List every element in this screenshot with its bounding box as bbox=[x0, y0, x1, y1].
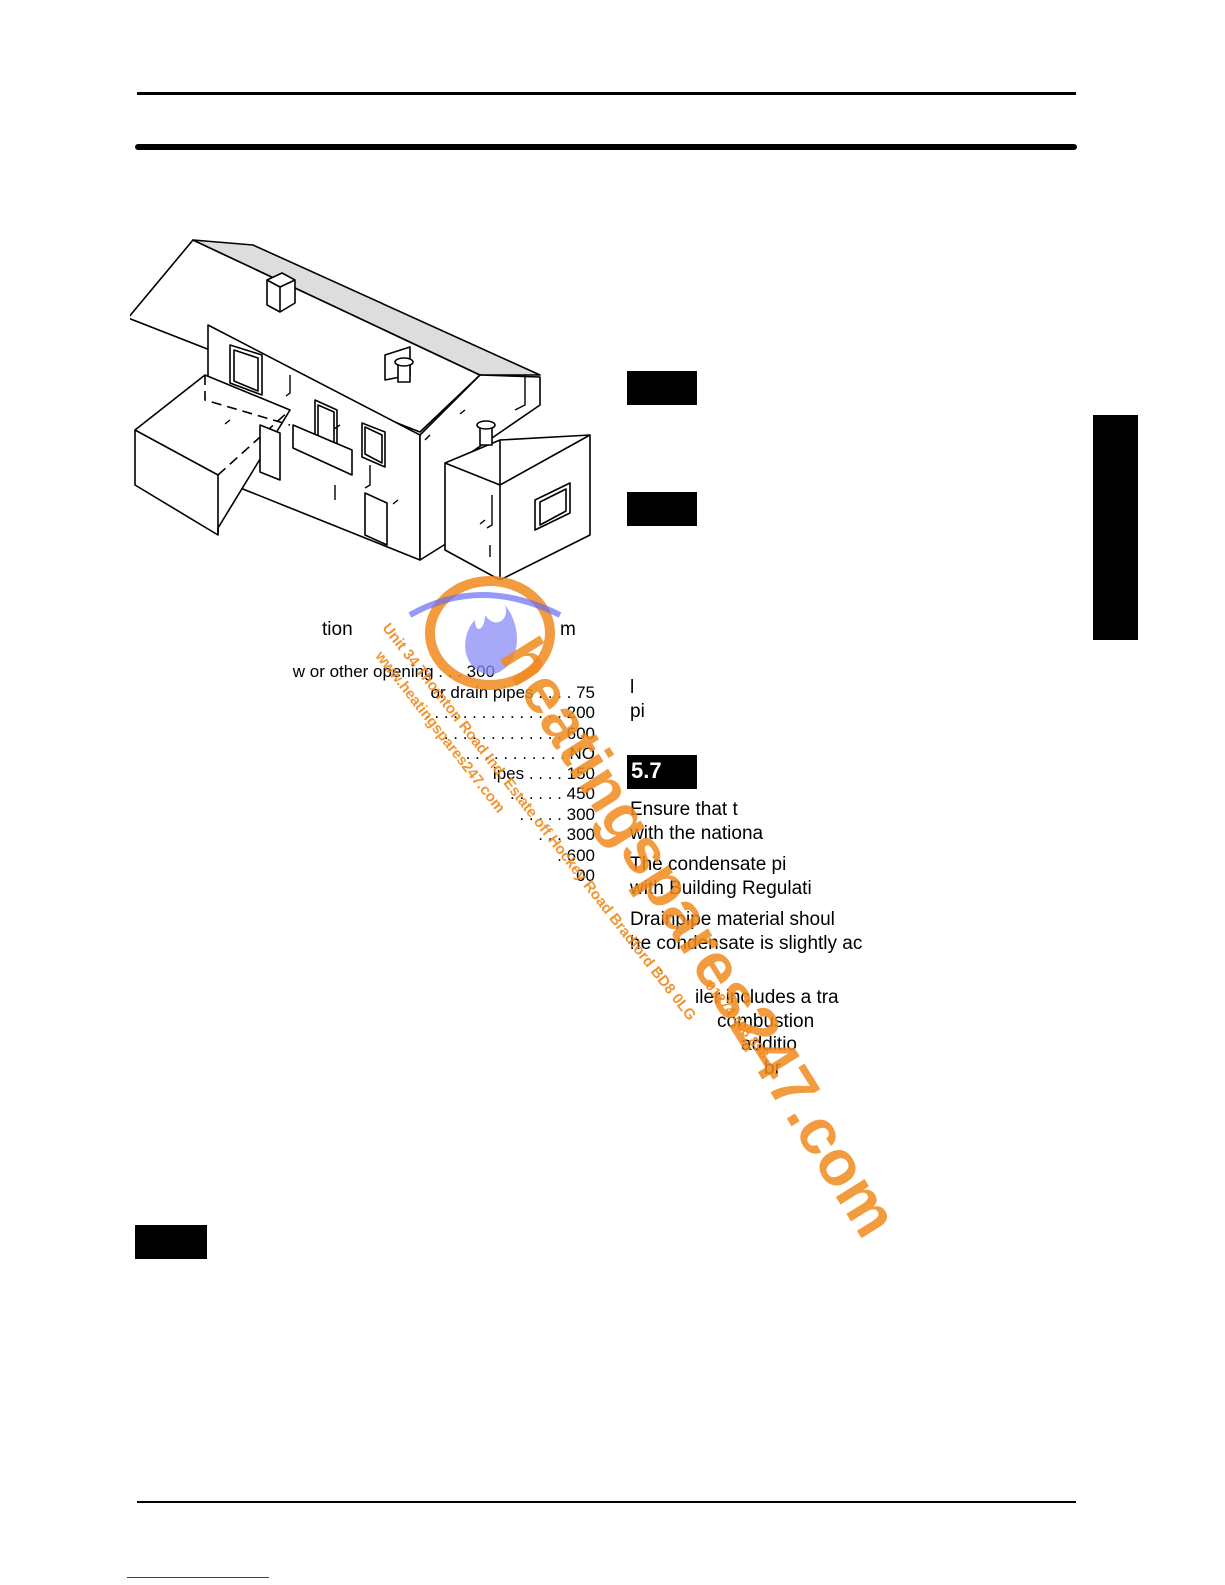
watermark-logo bbox=[408, 576, 562, 690]
text-l: l bbox=[630, 677, 635, 698]
para3-line3: . bbox=[658, 955, 664, 976]
roof-vent-box bbox=[266, 272, 296, 313]
para4-line4: br bbox=[764, 1058, 781, 1079]
table-header-left: tion bbox=[322, 619, 353, 640]
para4-line2: combustion bbox=[717, 1011, 815, 1032]
table-row: . . . . . . . . . . . . . 600 bbox=[443, 724, 595, 743]
section-label-5-7: 5.7 bbox=[627, 755, 697, 789]
header-rule-thick bbox=[135, 144, 1077, 150]
para1-line1: Ensure that t bbox=[630, 799, 738, 820]
table-row: . . . . . . . . . . . NO bbox=[465, 744, 595, 763]
para4-line1: iler includes a tra bbox=[695, 987, 839, 1008]
text-pi: pi bbox=[630, 701, 645, 722]
table-row: . . . . . . 450 bbox=[509, 784, 595, 803]
balcony bbox=[292, 424, 353, 476]
table-header-right: m bbox=[560, 619, 576, 640]
table-row: . 600 bbox=[557, 846, 595, 865]
table-row: . . . 300 bbox=[538, 825, 595, 844]
para4-line3: additio bbox=[741, 1034, 797, 1055]
footer-link-underline[interactable] bbox=[127, 1577, 269, 1578]
table-row: . . . . . . . . . . . . . . . 200 bbox=[424, 703, 595, 722]
door-left bbox=[259, 424, 281, 481]
label-box-2 bbox=[627, 492, 697, 526]
footer-rule bbox=[137, 1501, 1076, 1503]
table-row: 00 bbox=[576, 866, 595, 885]
table-row: . . . . . 300 bbox=[519, 805, 595, 824]
para2-line1: The condensate pi bbox=[630, 854, 787, 875]
header-rule-thin bbox=[137, 92, 1076, 95]
side-section-tab bbox=[1093, 415, 1138, 640]
para1-line2: with the nationa bbox=[630, 823, 764, 844]
house-illustration bbox=[130, 239, 591, 580]
door-right bbox=[364, 492, 388, 546]
para3-line2: he condensate is slightly ac bbox=[630, 933, 863, 954]
para2-line2: with Building Regulati bbox=[630, 878, 812, 899]
flame-icon bbox=[465, 605, 517, 675]
para3-line1: Drainpipe material shoul bbox=[630, 909, 835, 930]
table-row: ipes . . . . 150 bbox=[492, 764, 595, 783]
label-box-bottom bbox=[135, 1225, 207, 1259]
label-box-1 bbox=[627, 371, 697, 405]
